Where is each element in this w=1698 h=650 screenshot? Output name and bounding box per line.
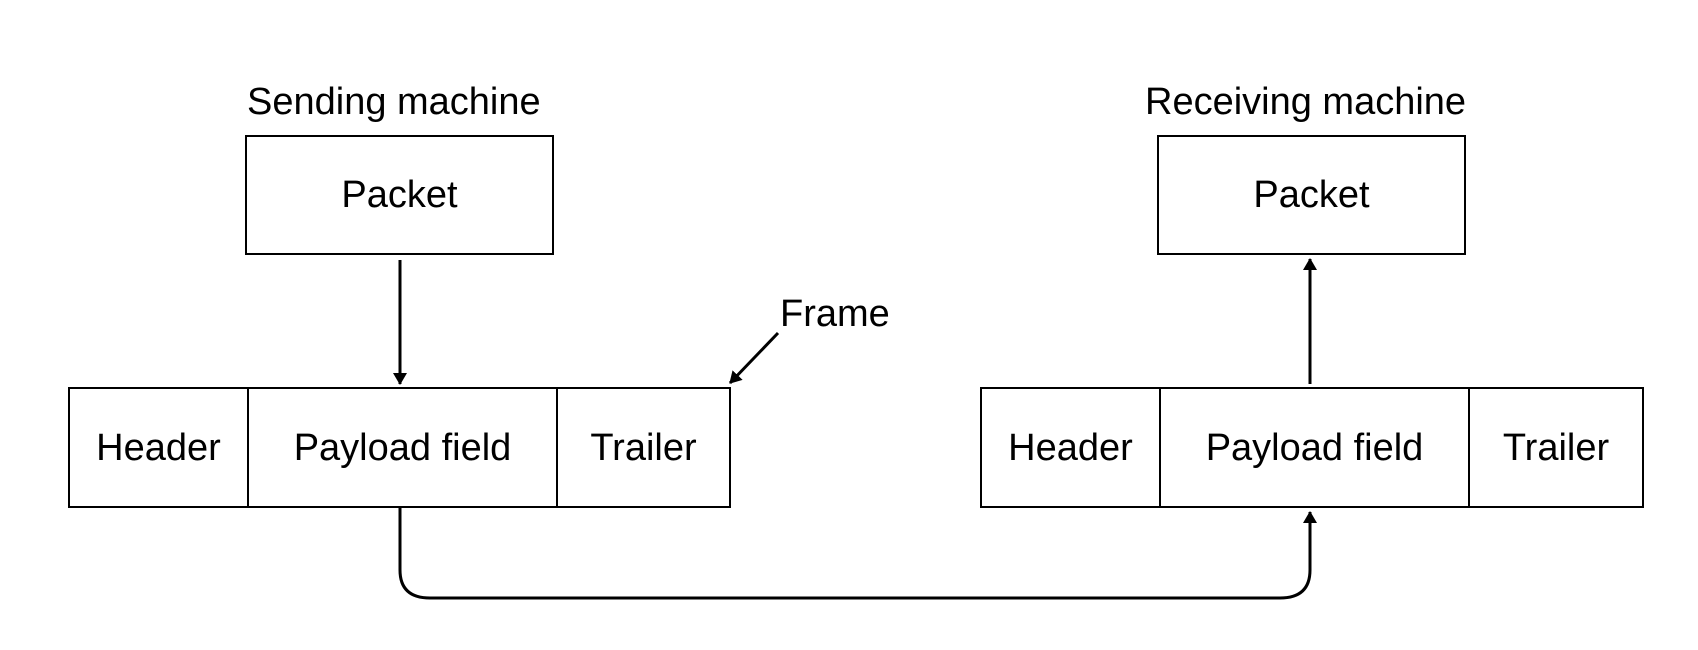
- receiving-payload-field: Payload field: [1159, 389, 1468, 506]
- receiving-header-field: Header: [1008, 426, 1133, 469]
- receiving-packet-box: Packet: [1157, 135, 1466, 255]
- frame-pointer-arrow: [728, 331, 780, 385]
- sending-machine-title: Sending machine: [247, 81, 541, 123]
- receiving-machine-title: Receiving machine: [1145, 81, 1467, 123]
- sending-payload-field: Payload field: [247, 389, 556, 506]
- sending-trailer-field: Trailer: [556, 389, 729, 506]
- receiving-trailer-field: Trailer: [1468, 389, 1642, 506]
- receiving-frame: Header Payload field Trailer: [980, 387, 1644, 508]
- sending-frame: Header Payload field Trailer: [68, 387, 731, 508]
- frame-label: Frame: [780, 293, 890, 335]
- sending-header-field: Header: [96, 426, 221, 469]
- sending-packet-box: Packet: [245, 135, 554, 255]
- transmission-path-arrow: [398, 508, 1317, 600]
